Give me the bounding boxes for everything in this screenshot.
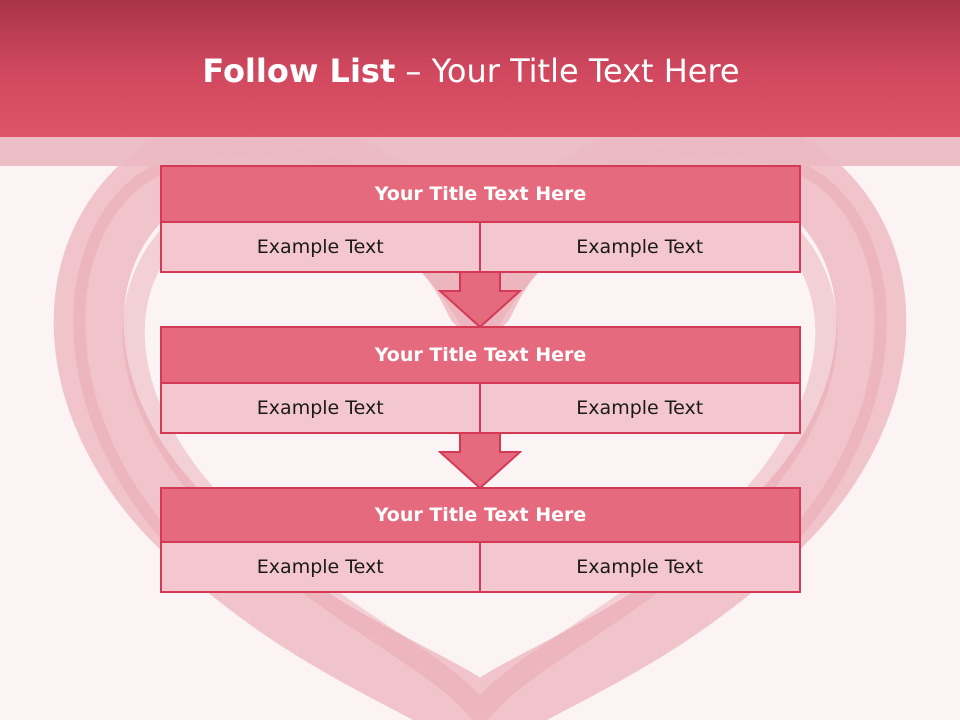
- step-title: Your Title Text Here: [160, 487, 801, 543]
- slide-title: Follow List – Your Title Text Here: [0, 52, 942, 90]
- step-row: Example Text Example Text: [160, 543, 801, 593]
- step-cell-right: Example Text: [480, 384, 801, 434]
- slide-header: [0, 0, 960, 137]
- step-cell-left: Example Text: [160, 543, 481, 593]
- step-cell-left: Example Text: [160, 384, 481, 434]
- slide-title-rest: – Your Title Text Here: [405, 52, 740, 90]
- step-block-2: Your Title Text Here Example Text Exampl…: [160, 326, 801, 434]
- down-arrow-icon: [438, 271, 522, 329]
- step-row: Example Text Example Text: [160, 223, 801, 273]
- down-arrow-icon: [438, 432, 522, 490]
- header-band: [0, 137, 960, 166]
- slide-title-bold: Follow List: [202, 52, 396, 90]
- step-block-3: Your Title Text Here Example Text Exampl…: [160, 487, 801, 593]
- step-cell-right: Example Text: [480, 223, 801, 273]
- step-row: Example Text Example Text: [160, 384, 801, 434]
- step-title: Your Title Text Here: [160, 165, 801, 223]
- step-block-1: Your Title Text Here Example Text Exampl…: [160, 165, 801, 273]
- step-title: Your Title Text Here: [160, 326, 801, 384]
- step-cell-right: Example Text: [480, 543, 801, 593]
- step-cell-left: Example Text: [160, 223, 481, 273]
